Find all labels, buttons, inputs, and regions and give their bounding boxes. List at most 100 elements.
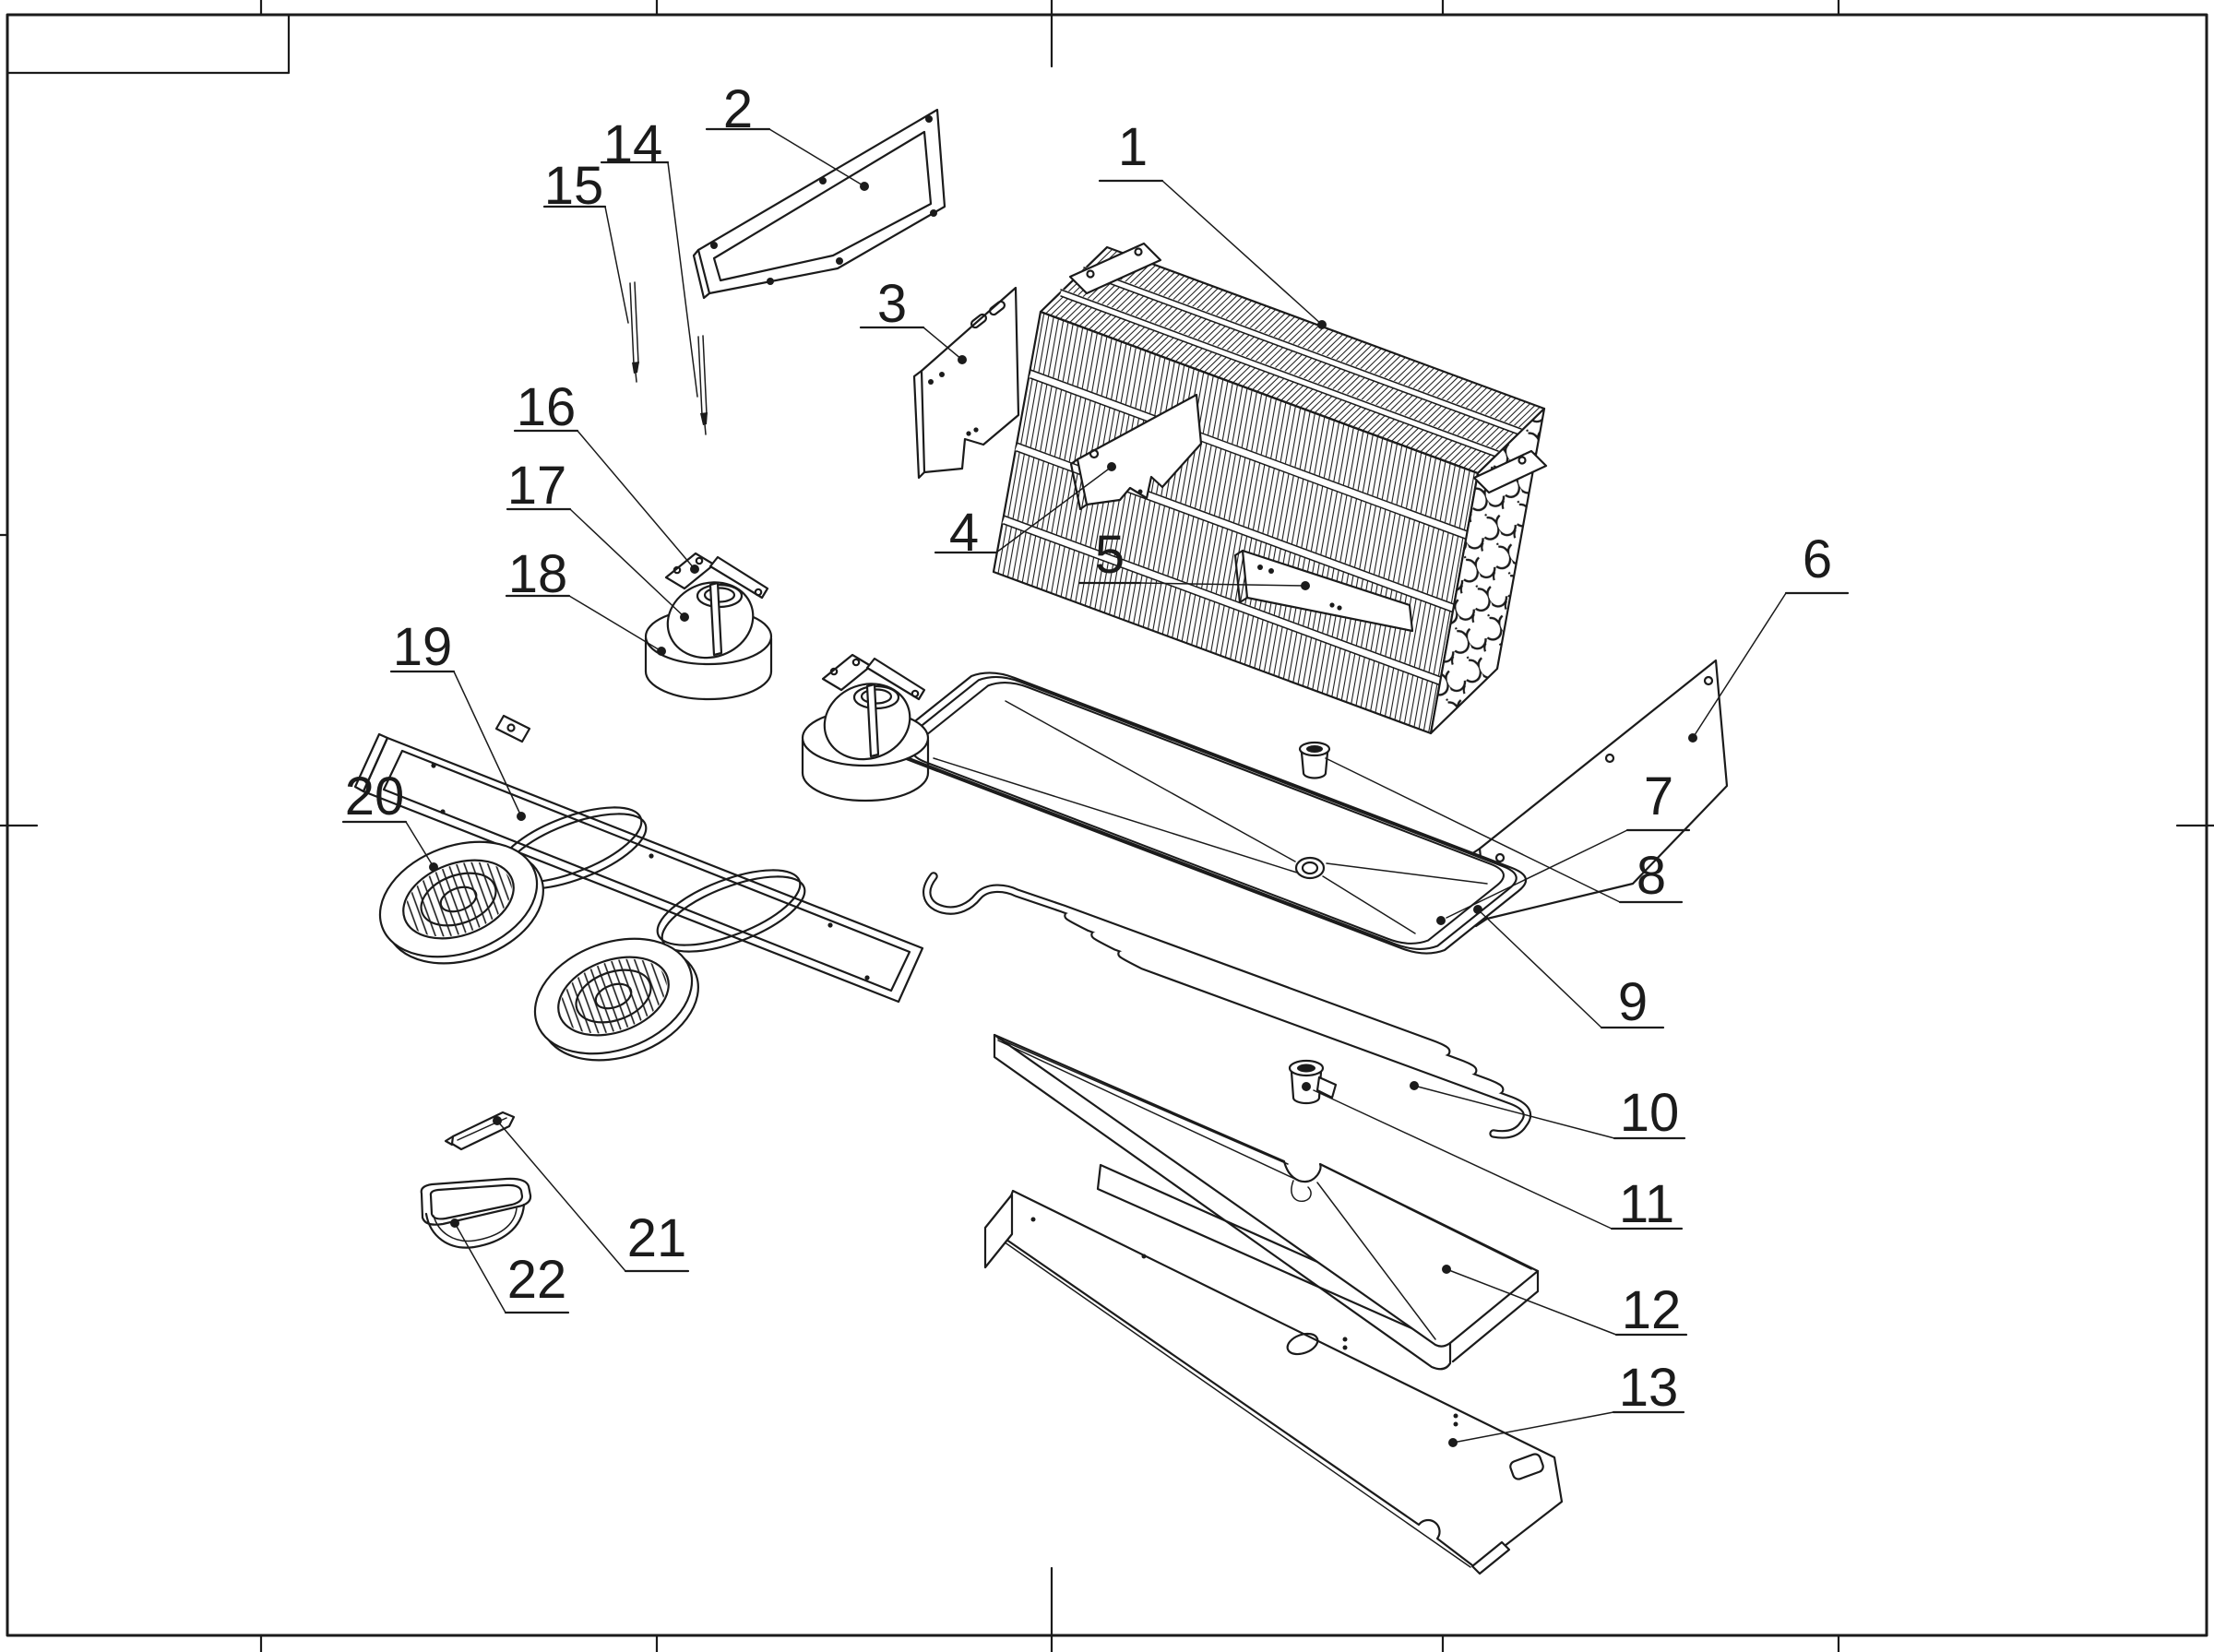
leader-line <box>667 161 698 398</box>
part-number: 15 <box>544 156 604 216</box>
circle-detail <box>1268 568 1274 574</box>
leader-line <box>1313 1089 1613 1230</box>
path-detail <box>1076 393 1203 506</box>
leader-line <box>1325 757 1621 903</box>
leader-line <box>604 206 629 324</box>
ellipse-detail <box>661 875 806 953</box>
part-number: 9 <box>1618 972 1648 1032</box>
line-detail <box>1316 1182 1436 1340</box>
line-detail <box>933 757 1298 874</box>
part-number: 21 <box>627 1208 687 1268</box>
path-detail <box>424 1203 526 1249</box>
circle-detail <box>1494 852 1506 863</box>
path-detail <box>993 1033 1540 1348</box>
part-2-top-frame <box>692 108 946 300</box>
pan-creases <box>933 700 1488 934</box>
leader-dot <box>958 355 967 364</box>
part-number: 17 <box>507 456 567 516</box>
leader-dot <box>1442 1265 1451 1274</box>
part-number: 20 <box>345 767 405 826</box>
tray-creases <box>997 1038 1532 1340</box>
leader-line <box>568 595 662 652</box>
leader-dot <box>450 1218 459 1228</box>
callout-20: 20 <box>341 767 438 872</box>
circle-detail <box>930 209 937 217</box>
path-detail <box>1233 549 1249 604</box>
path-detail <box>912 369 926 480</box>
deck-tab <box>494 714 531 743</box>
path-detail <box>1003 369 1469 686</box>
callout-10: 10 <box>1410 1081 1686 1143</box>
callout-19: 19 <box>389 617 526 821</box>
panel13-hole <box>1286 1332 1319 1356</box>
line-detail <box>1326 862 1488 885</box>
part-16-17-18-fan-motor-assembly-a <box>644 552 773 701</box>
callout-5: 5 <box>1077 525 1310 590</box>
path-detail <box>924 874 1530 1137</box>
circle-detail <box>1030 1217 1036 1222</box>
part-number: 22 <box>507 1250 567 1310</box>
circle-detail <box>1137 489 1143 494</box>
part-number: 3 <box>877 274 907 334</box>
path-detail <box>1302 771 1327 779</box>
circle-detail <box>928 379 934 385</box>
line-detail <box>1322 1165 1532 1270</box>
part-number: 16 <box>517 377 577 437</box>
part-4-coil-bracket <box>1069 393 1203 511</box>
rect-detail <box>988 300 1006 316</box>
leader-line <box>1477 909 1602 1028</box>
leader-dot <box>429 862 438 872</box>
callout-7: 7 <box>1436 767 1691 925</box>
path-detail <box>1060 267 1522 458</box>
callout-22: 22 <box>450 1218 570 1314</box>
part-14-sensor-pin <box>697 335 708 435</box>
circle-detail <box>1329 602 1335 608</box>
circle-detail <box>1342 1337 1348 1342</box>
polygon-detail <box>1241 549 1414 633</box>
leader-dot <box>1107 462 1116 471</box>
part-number: 6 <box>1803 529 1832 589</box>
callout-15: 15 <box>542 156 629 324</box>
path-detail <box>629 281 639 365</box>
callout-4: 4 <box>934 462 1116 563</box>
leader-line <box>1446 1268 1617 1336</box>
part-15-sensor-pin <box>629 281 639 383</box>
circle-detail <box>1518 456 1527 465</box>
leader-line <box>995 466 1113 553</box>
path-detail <box>429 1183 524 1220</box>
callout-3: 3 <box>859 274 967 364</box>
circle-detail <box>939 372 945 377</box>
leader-line <box>922 327 963 361</box>
leader-line <box>454 1222 506 1313</box>
leader-line <box>1692 592 1787 739</box>
callout-21: 21 <box>493 1116 690 1273</box>
leader-dot <box>657 647 666 656</box>
line-detail <box>997 1038 1289 1165</box>
leader-dot <box>1317 320 1327 329</box>
polygon-detail <box>1429 407 1546 735</box>
rect-detail <box>970 313 988 329</box>
circle-detail <box>836 257 843 265</box>
leader-dot <box>1448 1438 1458 1447</box>
polygon-detail <box>920 286 1020 474</box>
leader-line <box>496 1120 626 1272</box>
callout-17: 17 <box>506 456 689 622</box>
circle-detail <box>506 723 516 732</box>
circle-detail <box>1604 753 1615 764</box>
part-3-left-baffle <box>912 286 1020 480</box>
callout-12: 12 <box>1442 1265 1688 1340</box>
coil-mount-bracket-right <box>1472 449 1548 494</box>
line-detail <box>1322 875 1416 934</box>
path-detail <box>433 1207 518 1242</box>
part-number: 11 <box>1619 1174 1674 1234</box>
ellipse-detail <box>1306 745 1323 753</box>
part-number: 8 <box>1637 846 1666 906</box>
title-block <box>6 13 291 75</box>
callout-11: 11 <box>1302 1082 1684 1234</box>
part-1-evaporator-coil <box>992 242 1548 735</box>
leader-line <box>1413 1085 1615 1139</box>
leader-line <box>1446 829 1628 919</box>
circle-detail <box>649 853 654 859</box>
